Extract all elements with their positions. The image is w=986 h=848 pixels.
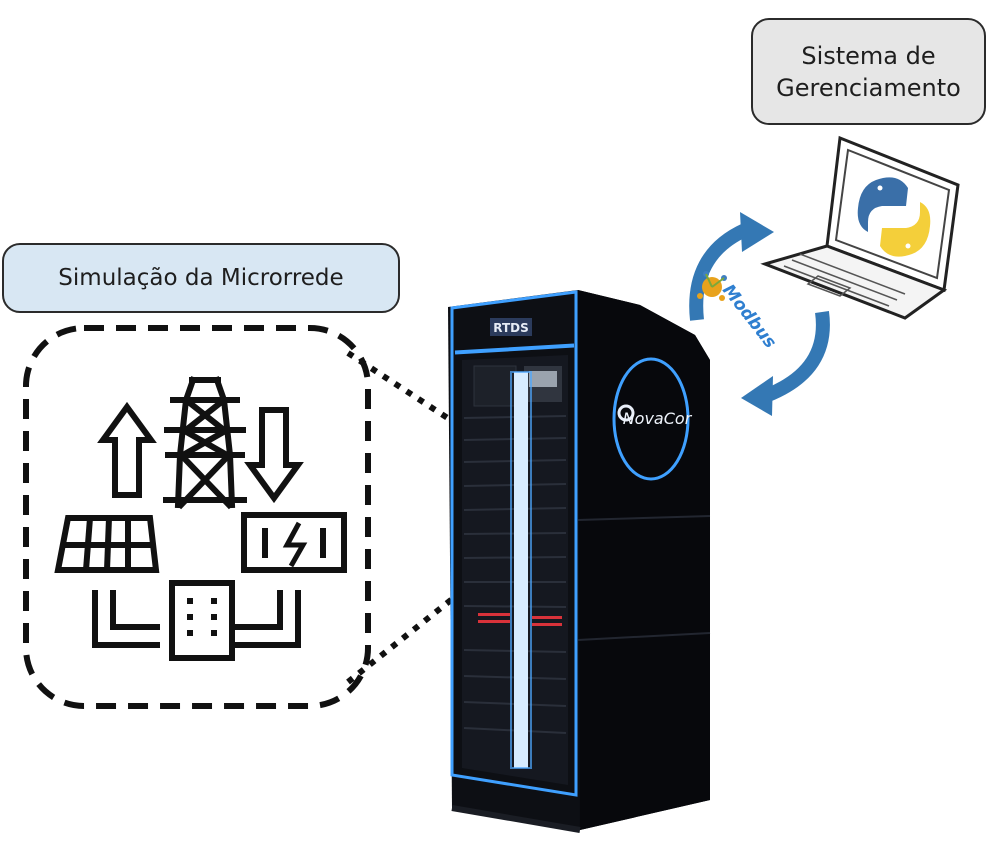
rack-red-indicators [478, 613, 562, 626]
power-tower-icon [163, 376, 247, 510]
laptop-keyboard [783, 253, 906, 307]
arrow-head-lower [741, 376, 773, 416]
rack-glow-frame [450, 290, 578, 797]
rack-side-seam-2 [577, 632, 711, 641]
rtds-rack: RTDS NovaCor [448, 290, 711, 833]
modbus-logo-text: Modbus [718, 281, 780, 353]
battery-icon [241, 512, 347, 573]
arrow-curve-lower [765, 311, 830, 402]
brand-logo-text: NovaCor [623, 409, 693, 428]
python-logo-icon [857, 177, 931, 257]
rack-badge-text: RTDS [493, 321, 529, 335]
rack-glow-divider [454, 344, 575, 355]
arrow-down-icon [244, 407, 304, 504]
solar-panel-icon [54, 515, 160, 573]
modbus-logo-icon: Modbus [697, 271, 780, 352]
zoom-connector-bottom [346, 585, 468, 685]
rack-display-module [473, 365, 517, 407]
microgrid-dashed-region [23, 325, 371, 709]
rack-light-strip-glow [510, 371, 532, 769]
management-system-label: Sistema de Gerenciamento [751, 18, 986, 125]
arrow-curve-upper [689, 223, 749, 321]
rack-lcd-screen [529, 371, 557, 387]
bus-connector-right [233, 590, 301, 648]
arrow-up-icon [97, 401, 157, 498]
brand-logo-ring [612, 357, 690, 481]
arrow-head-upper [740, 212, 774, 252]
management-system-text: Sistema de Gerenciamento [776, 41, 961, 102]
microgrid-simulation-label: Simulação da Microrrede [2, 243, 400, 313]
laptop-base [760, 244, 948, 320]
laptop-touchpad [806, 275, 852, 297]
rack-light-strip [514, 372, 528, 768]
rack-side-seam-1 [577, 515, 711, 521]
rack-side-panel [578, 290, 710, 830]
zoom-connector-top [346, 350, 468, 433]
microgrid-simulation-text: Simulação da Microrrede [58, 265, 344, 291]
brand-logo-mark [617, 404, 635, 422]
rack-base [451, 805, 581, 833]
bus-connector-left [92, 590, 160, 648]
rack-badge [490, 318, 532, 336]
modbus-exchange-arrows [689, 212, 830, 416]
building-icon [169, 580, 235, 661]
